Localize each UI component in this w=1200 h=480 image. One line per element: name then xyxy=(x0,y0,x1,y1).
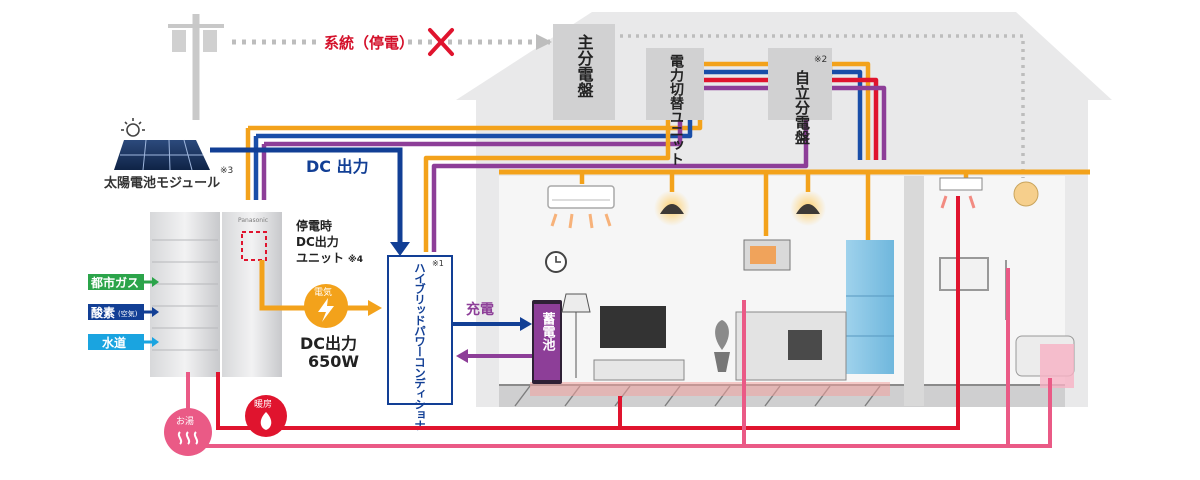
grid-outage-label: 系統（停電） xyxy=(324,34,414,52)
solar-panel-icon xyxy=(114,139,210,171)
city-gas-input: 都市ガス xyxy=(88,274,159,290)
kitchen-counter xyxy=(735,311,847,381)
heating-loop xyxy=(216,196,960,430)
charge-label: 充電 xyxy=(466,301,494,318)
dc-output-line: DC 出力 xyxy=(210,147,410,256)
svg-text:DC出力: DC出力 xyxy=(296,234,339,249)
fuel-cell-unit: Panasonic xyxy=(150,212,282,377)
svg-text:暖房: 暖房 xyxy=(254,398,272,410)
ceiling-lamp-icon xyxy=(790,190,826,226)
standalone-panel: 自立分電盤 ※2 xyxy=(768,48,832,145)
dc-650-line2: 650W xyxy=(308,352,359,371)
charge-flow: 充電 xyxy=(452,301,532,363)
svg-text:ユニット: ユニット xyxy=(296,251,344,265)
steam-icon: お湯 xyxy=(164,408,212,456)
main-panel-label: 主分電盤 xyxy=(575,33,594,98)
battery-label: 蓄電池 xyxy=(540,311,556,352)
bathtub-icon xyxy=(1015,335,1075,388)
sun-icon xyxy=(121,118,145,137)
svg-text:停電時: 停電時 xyxy=(296,218,332,233)
switch-unit-label: 電力切替ユニット xyxy=(668,53,684,166)
svg-text:電気: 電気 xyxy=(314,286,332,298)
oxygen-input: 酸素 (空気) xyxy=(88,304,159,320)
floor-lamp-icon xyxy=(561,293,591,378)
svg-text:※4: ※4 xyxy=(348,254,363,265)
svg-text:(空気): (空気) xyxy=(118,309,138,318)
utility-pole-icon xyxy=(168,14,224,120)
lightning-icon: 電気 xyxy=(304,284,348,328)
microwave-icon xyxy=(743,239,791,271)
dc-output-label: DC 出力 xyxy=(306,157,369,176)
house-outline xyxy=(456,12,1112,407)
note3-label: ※3 xyxy=(220,166,233,176)
svg-text:水道: 水道 xyxy=(102,335,126,350)
svg-text:お湯: お湯 xyxy=(176,416,194,427)
note2-label: ※2 xyxy=(814,55,827,65)
plant-icon xyxy=(714,320,730,372)
cross-mark-icon xyxy=(428,28,454,56)
main-panel: 主分電盤 xyxy=(553,24,615,120)
hybrid-power-conditioner: ハイブリッドパワーコンディショナ ※1 xyxy=(387,255,453,431)
outage-dc-unit-label: 停電時 DC出力 ユニット ※4 xyxy=(296,218,363,265)
note1-label: ※1 xyxy=(432,259,444,268)
ceiling-lamp-icon xyxy=(654,190,690,226)
tv-icon xyxy=(593,306,685,381)
standalone-panel-label: 自立分電盤 xyxy=(793,69,811,145)
refrigerator-icon xyxy=(846,240,894,374)
dc-650-line1: DC出力 xyxy=(300,334,357,353)
clock-icon xyxy=(545,251,567,273)
flame-icon: 暖房 xyxy=(245,395,287,437)
brand-logo: Panasonic xyxy=(238,217,268,224)
svg-text:都市ガス: 都市ガス xyxy=(90,275,139,290)
air-conditioner-icon xyxy=(547,185,615,229)
bulb-icon xyxy=(1013,181,1039,207)
water-input: 水道 xyxy=(88,334,159,350)
storage-battery: 蓄電池 xyxy=(532,300,562,384)
svg-text:酸素: 酸素 xyxy=(91,305,115,320)
power-switch-unit: 電力切替ユニット xyxy=(646,48,704,166)
solar-module-label: 太陽電池モジュール xyxy=(103,175,220,191)
hybrid-pcs-label: ハイブリッドパワーコンディショナ xyxy=(413,262,427,431)
